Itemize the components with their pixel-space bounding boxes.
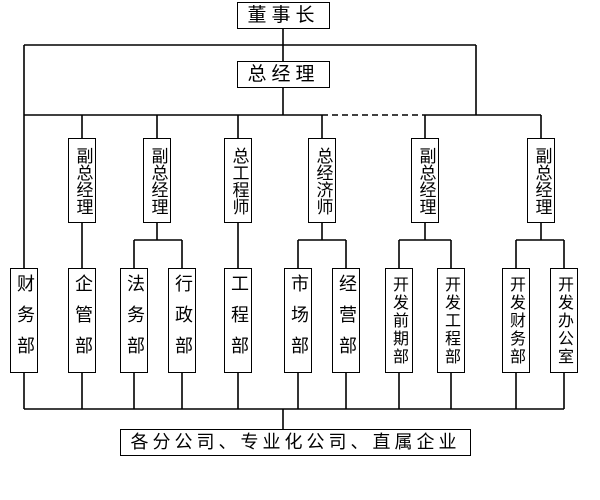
executive-box-2: 副总经理 — [143, 138, 171, 223]
executive-box-4: 总经济师 — [308, 138, 336, 223]
dept-enterprise-management-box: 企管部 — [68, 268, 96, 373]
executive-box-3: 总工程师 — [224, 138, 252, 223]
dept-development-engineering-box: 开发工程部 — [437, 268, 465, 373]
chairman-box: 董事长 — [237, 2, 330, 29]
dept-development-office-box: 开发办公室 — [550, 268, 578, 373]
subsidiaries-box: 各分公司、专业化公司、直属企业 — [120, 429, 471, 456]
executive-box-5: 副总经理 — [411, 138, 439, 223]
dept-operations-box: 经营部 — [332, 268, 360, 373]
dept-development-finance-box: 开发财务部 — [502, 268, 530, 373]
dept-finance-box: 财务部 — [10, 268, 38, 373]
dept-administration-box: 行政部 — [168, 268, 196, 373]
executive-box-1: 副总经理 — [68, 138, 96, 223]
executive-box-6: 副总经理 — [527, 138, 555, 223]
dept-development-preliminary-box: 开发前期部 — [385, 268, 413, 373]
general-manager-box: 总经理 — [237, 61, 330, 88]
dept-legal-box: 法务部 — [120, 268, 148, 373]
dept-marketing-box: 市场部 — [284, 268, 312, 373]
dept-engineering-box: 工程部 — [224, 268, 252, 373]
